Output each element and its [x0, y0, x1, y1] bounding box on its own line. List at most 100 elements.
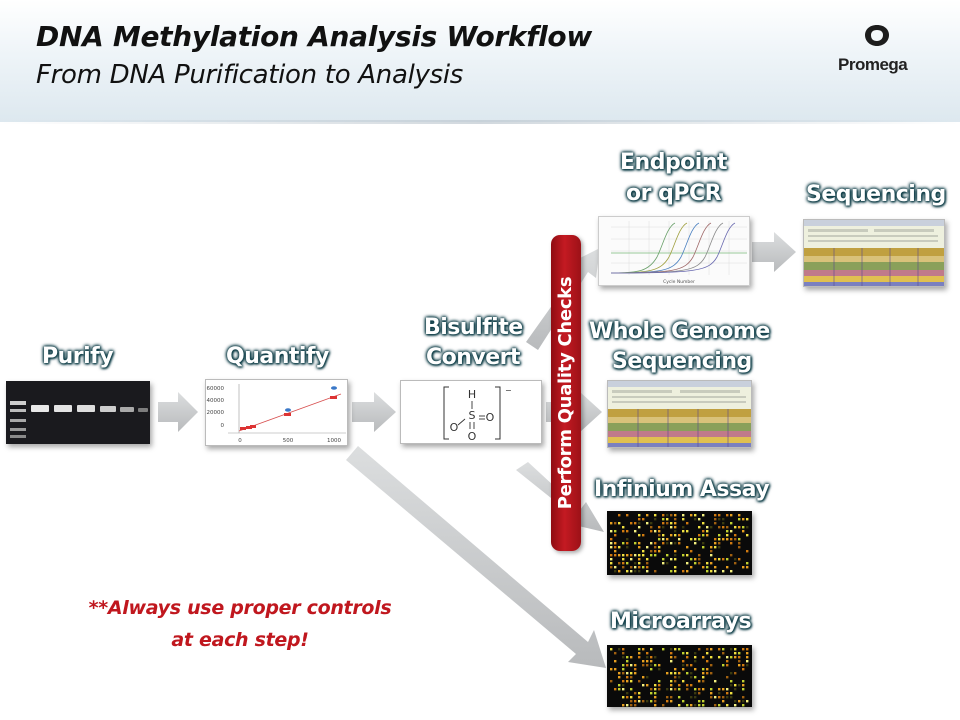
array-spot	[730, 672, 733, 675]
array-spot	[650, 668, 653, 671]
array-spot	[734, 652, 737, 655]
array-spot	[706, 652, 709, 655]
microarray-image	[607, 645, 752, 707]
array-spot	[610, 562, 613, 565]
array-spot	[722, 558, 725, 561]
array-spot	[674, 526, 677, 529]
atom-o-right: O	[486, 411, 495, 424]
array-spot	[686, 570, 689, 573]
array-spot	[622, 566, 625, 569]
array-spot	[634, 664, 637, 667]
array-spot	[718, 648, 721, 651]
array-spot	[738, 652, 741, 655]
array-spot	[658, 526, 661, 529]
header-band	[0, 0, 960, 122]
step-label-bisulfite-2: Convert	[426, 345, 521, 370]
array-spot	[698, 558, 701, 561]
array-spot	[666, 672, 669, 675]
array-spot	[738, 700, 741, 703]
array-spot	[690, 664, 693, 667]
arrow-purify-quantify	[158, 392, 198, 432]
array-spot	[674, 550, 677, 553]
array-spot	[618, 688, 621, 691]
array-spot	[674, 522, 677, 525]
array-spot	[734, 656, 737, 659]
array-spot	[642, 566, 645, 569]
array-spot	[662, 518, 665, 521]
array-spot	[718, 526, 721, 529]
array-spot	[674, 688, 677, 691]
array-spot	[670, 652, 673, 655]
array-spot	[690, 704, 693, 707]
array-spot	[742, 518, 745, 521]
array-spot	[698, 648, 701, 651]
array-spot	[714, 518, 717, 521]
array-spot	[722, 522, 725, 525]
array-spot	[622, 530, 625, 533]
array-spot	[622, 558, 625, 561]
array-spot	[702, 566, 705, 569]
array-spot	[666, 700, 669, 703]
array-spot	[622, 526, 625, 529]
array-spot	[654, 684, 657, 687]
array-spot	[742, 668, 745, 671]
array-spot	[706, 526, 709, 529]
array-spot	[646, 700, 649, 703]
y-tick-label: 0	[221, 423, 225, 429]
array-spot	[742, 526, 745, 529]
array-spot	[714, 522, 717, 525]
array-spot	[654, 704, 657, 707]
array-spot	[670, 696, 673, 699]
array-spot	[706, 562, 709, 565]
array-spot	[630, 570, 633, 573]
array-spot	[642, 676, 645, 679]
array-spot	[622, 656, 625, 659]
array-spot	[630, 696, 633, 699]
array-spot	[726, 656, 729, 659]
array-spot	[666, 696, 669, 699]
quality-checks-label: Perform Quality Checks	[555, 276, 576, 510]
array-spot	[654, 688, 657, 691]
array-spot	[626, 676, 629, 679]
array-spot	[610, 668, 613, 671]
array-spot	[646, 676, 649, 679]
array-spot	[738, 660, 741, 663]
array-spot	[638, 522, 641, 525]
arrow-quantify-microarrays	[346, 446, 606, 668]
array-spot	[650, 660, 653, 663]
array-spot	[654, 570, 657, 573]
step-label-microarrays: Microarrays	[610, 609, 752, 634]
array-spot	[710, 696, 713, 699]
array-spot	[714, 546, 717, 549]
array-spot	[734, 648, 737, 651]
promega-logo-text: Promega	[838, 55, 908, 74]
array-spot	[738, 526, 741, 529]
array-spot	[646, 522, 649, 525]
array-spot	[730, 554, 733, 557]
array-spot	[714, 570, 717, 573]
array-spot	[614, 522, 617, 525]
array-spot	[710, 546, 713, 549]
array-spot	[698, 562, 701, 565]
array-spot	[726, 688, 729, 691]
array-spot	[630, 664, 633, 667]
array-spot	[666, 518, 669, 521]
array-spot	[678, 542, 681, 545]
array-spot	[722, 570, 725, 573]
array-spot	[658, 688, 661, 691]
array-spot	[734, 684, 737, 687]
array-spot	[706, 530, 709, 533]
array-spot	[654, 692, 657, 695]
array-spot	[614, 688, 617, 691]
array-spot	[626, 696, 629, 699]
array-spot	[638, 526, 641, 529]
array-spot	[642, 664, 645, 667]
array-spot	[718, 534, 721, 537]
array-spot	[698, 534, 701, 537]
array-spot	[626, 664, 629, 667]
array-spot	[614, 652, 617, 655]
array-spot	[678, 538, 681, 541]
array-spot	[682, 570, 685, 573]
array-spot	[722, 652, 725, 655]
